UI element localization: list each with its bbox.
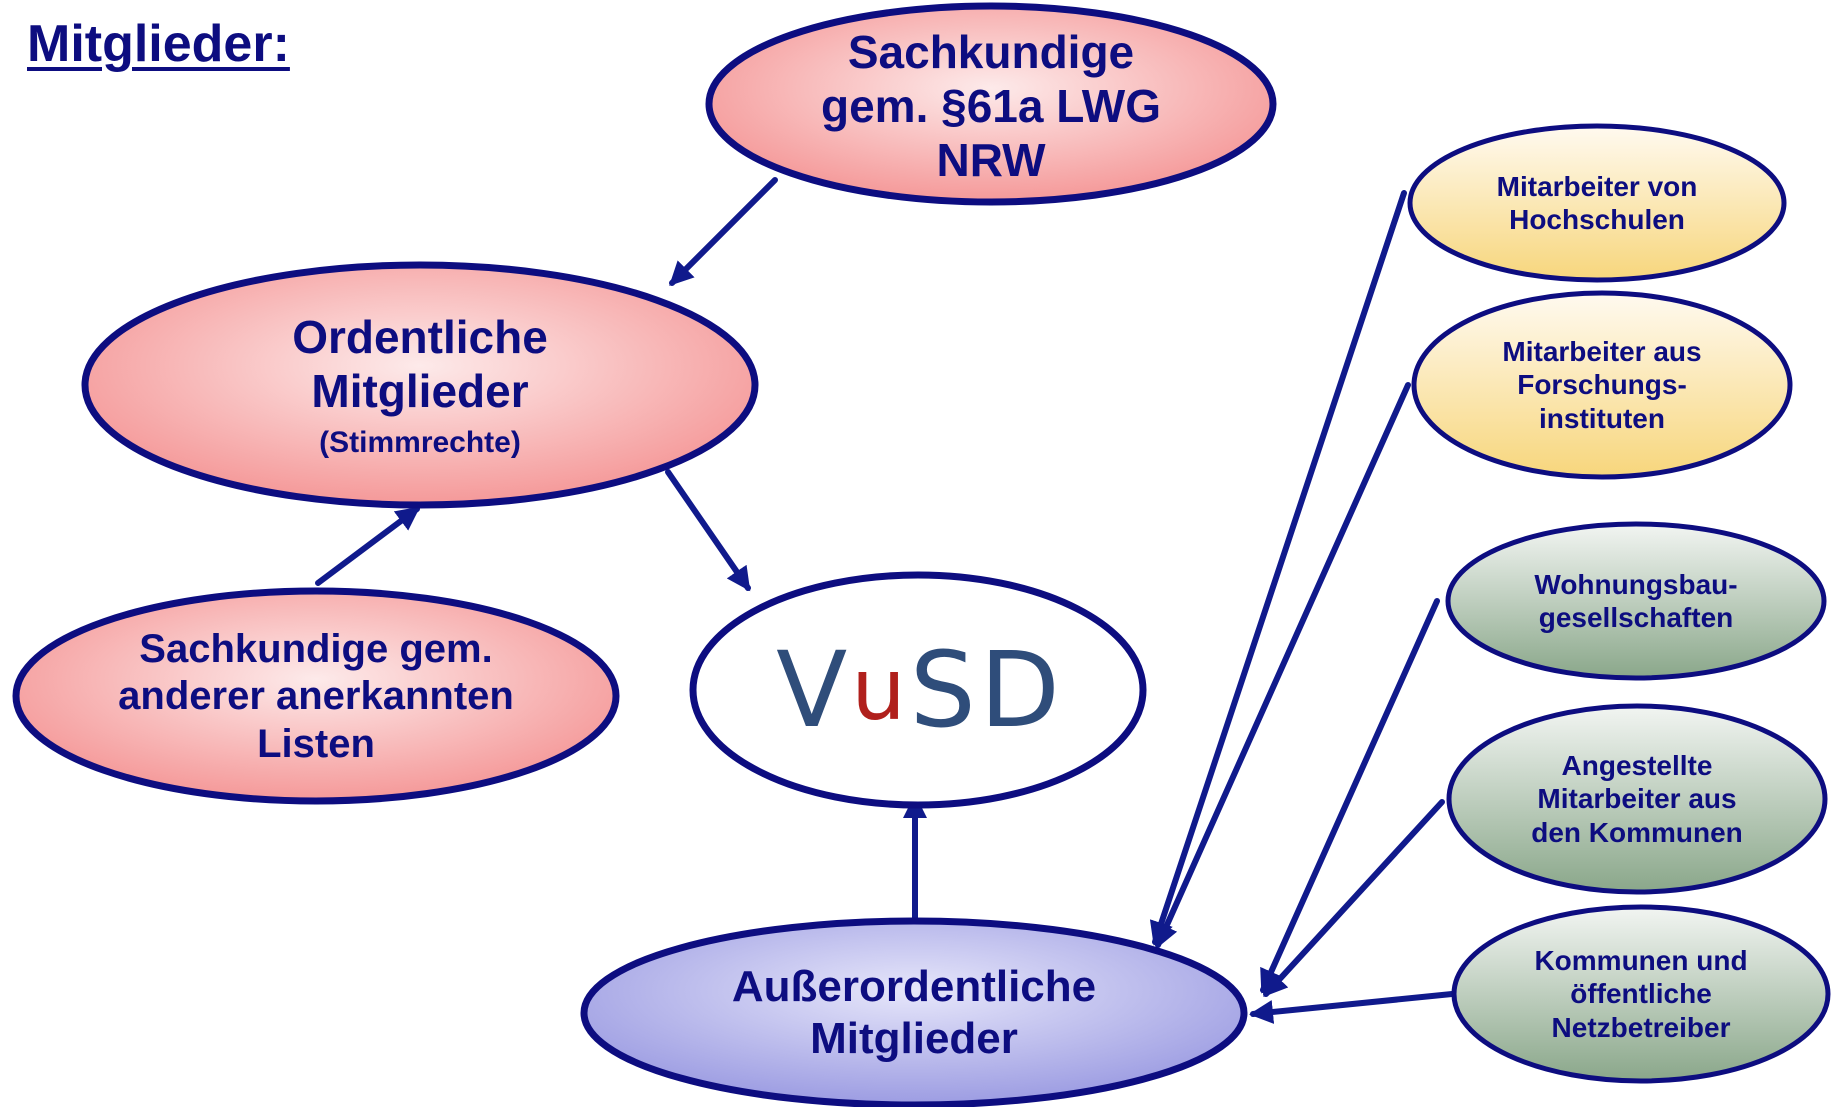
node-ausserordentliche-label: Außerordentliche Mitglieder	[731, 962, 1097, 1063]
arrow-hochschulen-to-ausserordentliche	[1149, 190, 1407, 946]
node-forschung-shape	[1411, 290, 1793, 480]
node-sachkundige-lwg-shape	[705, 2, 1277, 206]
node-sachkundige-lwg-label: Sachkundige gem. §61a LWG NRW	[820, 25, 1161, 187]
node-hochschulen-label: Mitarbeiter von Hochschulen	[1496, 170, 1698, 235]
arrow-kommunen-angestellte-to-ausserordentliche	[1263, 799, 1445, 997]
node-forschung-label: Mitarbeiter aus Forschungs- instituten	[1502, 336, 1702, 434]
node-netzbetreiber-label: Kommunen und öffentliche Netzbetreiber	[1534, 945, 1748, 1043]
page-title: Mitglieder:	[27, 15, 290, 73]
node-ausserordentliche-shape	[580, 917, 1248, 1107]
arrow-sachkundige-lwg-to-ordentliche	[669, 177, 778, 286]
node-sachkundige-andere-label: Sachkundige gem. anderer anerkannten Lis…	[118, 627, 514, 766]
node-ordentliche-label: Ordentliche Mitglieder (Stimmrechte)	[292, 311, 548, 459]
node-kommunen-angestellte-shape	[1446, 703, 1828, 895]
arrow-sachkundige-andere-to-ordentliche	[315, 506, 421, 586]
arrow-forschung-to-ausserordentliche	[1155, 382, 1411, 949]
node-hochschulen-shape	[1407, 123, 1787, 283]
node-sachkundige-andere-shape	[12, 587, 620, 805]
node-wohnungsbau-shape	[1445, 521, 1827, 681]
node-wohnungsbau-label: Wohnungsbau- gesellschaften	[1534, 568, 1738, 633]
node-vusd-shape	[689, 571, 1147, 809]
node-netzbetreiber-shape	[1451, 904, 1831, 1084]
node-kommunen-angestellte-label: Angestellte Mitarbeiter aus den Kommunen	[1531, 750, 1743, 848]
arrow-wohnungsbau-to-ausserordentliche	[1260, 598, 1440, 994]
arrow-ordentliche-to-vusd	[665, 469, 751, 592]
node-ordentliche-shape	[81, 261, 759, 509]
arrow-netzbetreiber-to-ausserordentliche	[1249, 991, 1455, 1024]
